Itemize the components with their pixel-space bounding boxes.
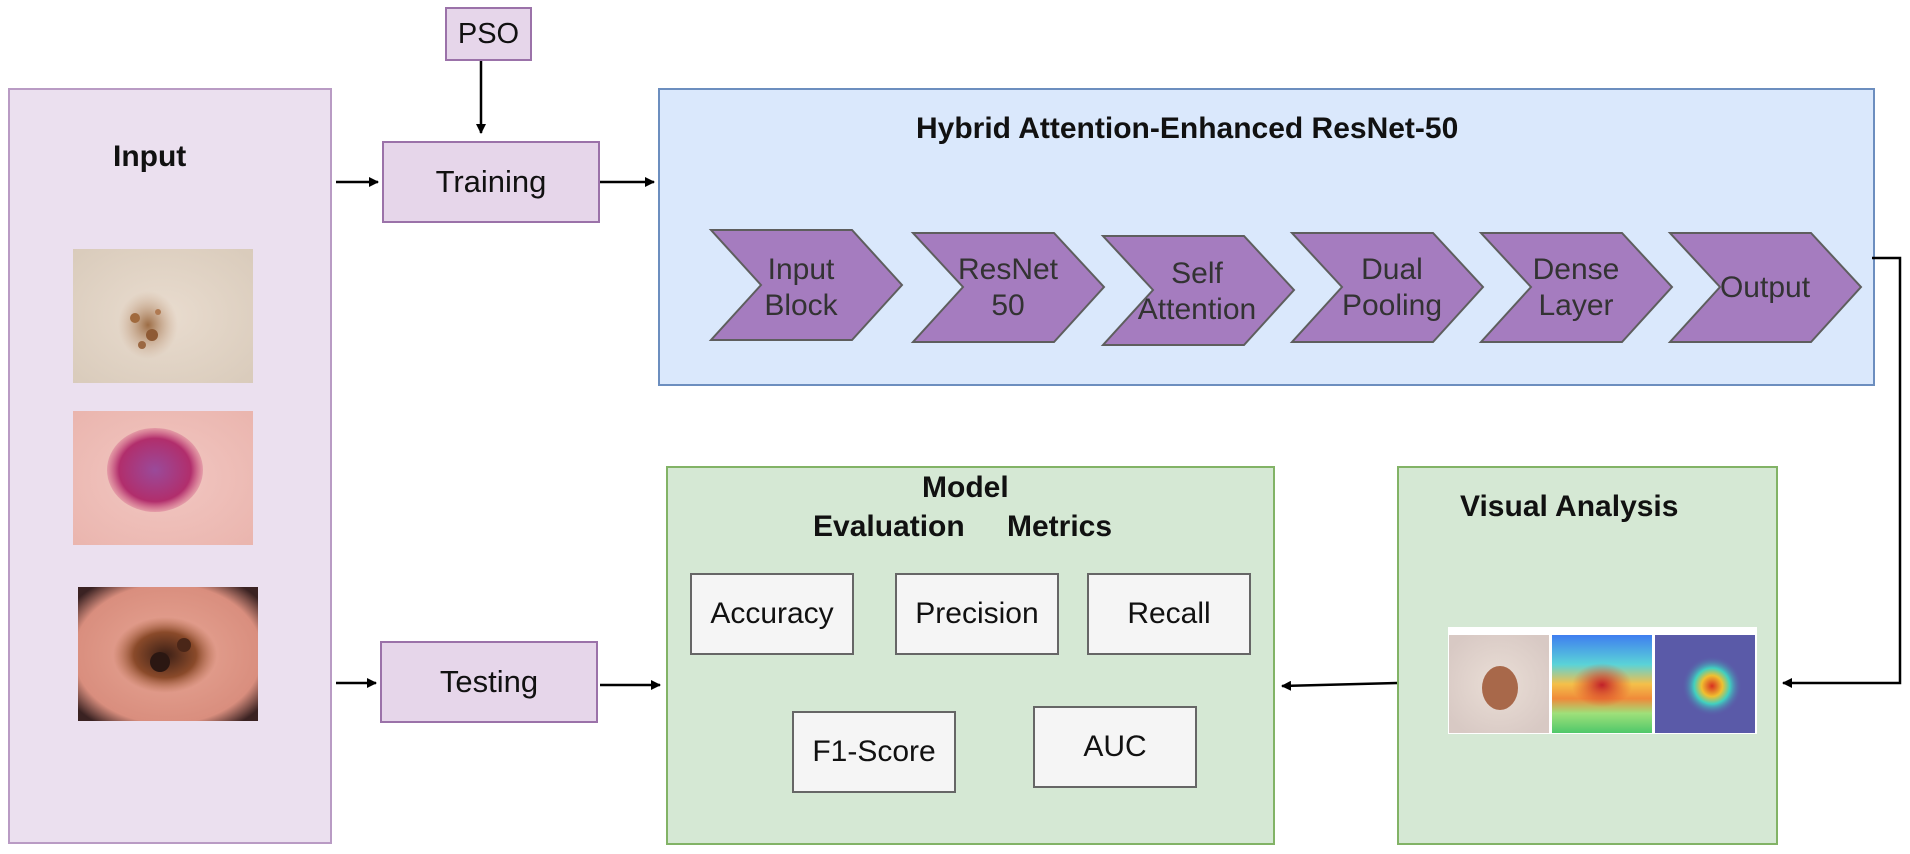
input-title: Input	[113, 140, 187, 173]
training-label: Training	[435, 164, 547, 199]
evaluation-title-line2a: Evaluation	[813, 510, 965, 543]
stage-chevron-self-attention	[1100, 235, 1296, 346]
stage-output-line1: Output	[1719, 270, 1811, 304]
model-panel	[658, 88, 1875, 386]
stage-input-block: Input Block	[741, 240, 861, 335]
evaluation-title-line2b: Metrics	[1007, 510, 1113, 543]
metric-f1-score: F1-Score	[792, 711, 956, 793]
evaluation-title-line1: Model	[922, 471, 1009, 504]
stage-dual-pooling: Dual Pooling	[1322, 240, 1462, 335]
stage-chevron-resnet-50	[910, 232, 1106, 343]
stage-dual-pooling-line2: Pooling	[1341, 288, 1443, 322]
testing-box: Testing	[380, 641, 598, 723]
pso-box: PSO	[445, 7, 532, 61]
stage-chevron-dense-layer	[1478, 232, 1674, 343]
stage-self-attention: Self Attention	[1127, 244, 1267, 339]
stage-chevron-input-block	[708, 229, 904, 341]
stage-resnet-50-line2: 50	[991, 288, 1025, 322]
arrow-model-to-visual	[1782, 256, 1902, 688]
metric-precision-label: Precision	[915, 597, 1039, 630]
metric-f1-score-label: F1-Score	[812, 735, 936, 768]
metric-accuracy-label: Accuracy	[710, 597, 834, 630]
stage-input-block-line2: Block	[764, 288, 838, 322]
metric-auc: AUC	[1033, 706, 1197, 788]
stage-resnet-50: ResNet 50	[948, 240, 1068, 335]
metric-recall: Recall	[1087, 573, 1251, 655]
stage-input-block-line1: Input	[767, 252, 835, 286]
training-box: Training	[382, 141, 600, 223]
stage-dense-layer: Dense Layer	[1516, 240, 1636, 335]
pso-label: PSO	[457, 17, 520, 50]
metric-precision: Precision	[895, 573, 1059, 655]
stage-dual-pooling-line1: Dual	[1361, 252, 1423, 286]
stage-dense-layer-line2: Layer	[1538, 288, 1614, 322]
stage-self-attention-line2: Attention	[1137, 292, 1257, 326]
metric-accuracy: Accuracy	[690, 573, 854, 655]
metric-auc-label: AUC	[1083, 730, 1147, 763]
stage-self-attention-line1: Self	[1171, 256, 1223, 290]
visual-analysis-title: Visual Analysis	[1460, 490, 1679, 523]
arrow-visual-to-evaluation	[1281, 680, 1398, 691]
stage-output: Output	[1705, 240, 1825, 335]
stage-dense-layer-line1: Dense	[1532, 252, 1620, 286]
stage-chevron-output	[1667, 232, 1863, 343]
metric-recall-label: Recall	[1127, 597, 1211, 630]
stage-resnet-50-line1: ResNet	[957, 252, 1059, 286]
stage-chevron-dual-pooling	[1289, 232, 1485, 343]
testing-label: Testing	[439, 664, 539, 699]
model-title: Hybrid Attention-Enhanced ResNet-50	[916, 112, 1459, 145]
